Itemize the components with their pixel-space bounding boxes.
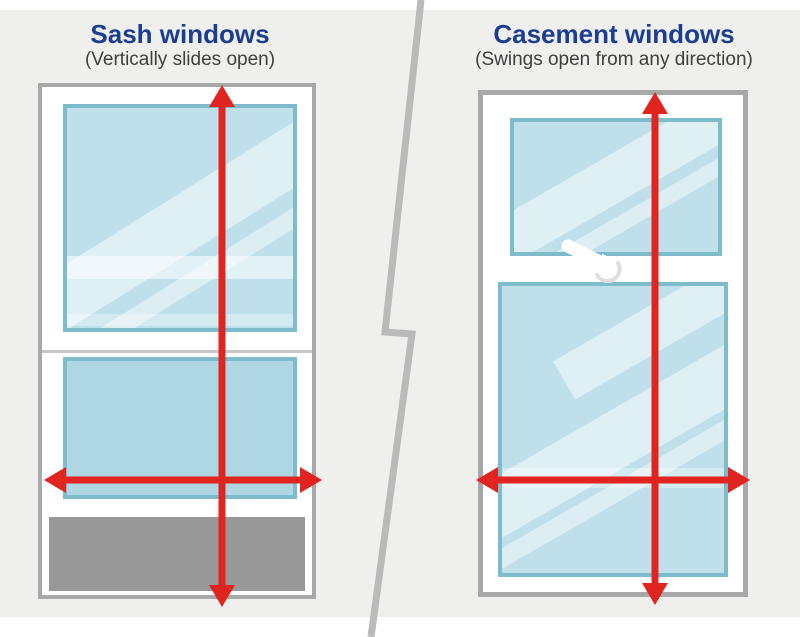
casement-handle-icon [561, 239, 626, 284]
sash-lower-glass-pane [63, 357, 297, 499]
casement-window-illustration [478, 90, 748, 597]
casement-top-glass-pane [510, 118, 722, 256]
casement-height-arrow-icon [642, 92, 668, 605]
sash-open-gap [49, 517, 305, 591]
sash-panel-title: Sash windows [90, 19, 270, 49]
sash-panel-subtitle: (Vertically slides open) [84, 49, 276, 70]
sash-meeting-rail [42, 350, 312, 353]
glass-highlight-band [67, 314, 293, 326]
sash-height-arrow-icon [209, 85, 235, 607]
casement-main-glass-pane [498, 282, 728, 577]
top-white-band [0, 0, 800, 10]
sash-width-arrow-icon [44, 467, 322, 493]
casement-panel-subtitle: (Swings open from any direction) [475, 49, 753, 70]
casement-panel-title: Casement windows [493, 19, 735, 49]
glass-highlight-band [67, 256, 293, 279]
sash-upper-glass-pane [63, 104, 297, 332]
sash-window-illustration [38, 83, 316, 599]
casement-width-arrow-icon [476, 467, 750, 493]
bottom-white-band [0, 617, 800, 637]
